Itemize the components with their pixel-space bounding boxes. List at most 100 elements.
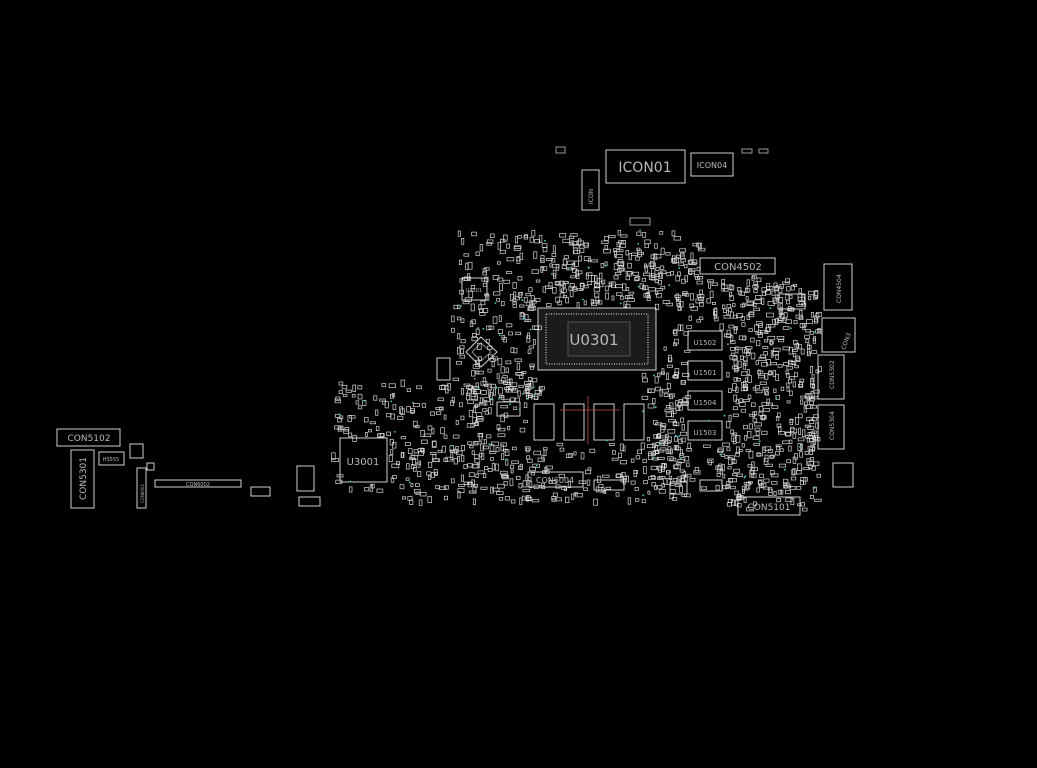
via xyxy=(658,442,661,445)
passive-part xyxy=(739,291,746,296)
con6002-outline[interactable] xyxy=(154,479,242,488)
via xyxy=(491,398,494,401)
passive-part xyxy=(646,437,651,442)
memory-chip[interactable] xyxy=(593,403,615,441)
memory-chip[interactable] xyxy=(533,403,555,441)
passive-part xyxy=(665,412,673,417)
passive-part xyxy=(736,473,743,478)
passive-part xyxy=(427,425,433,431)
small-connector[interactable] xyxy=(832,462,854,488)
small-part[interactable] xyxy=(129,443,144,459)
con4504-label: CON4504 xyxy=(836,274,843,303)
passive-part xyxy=(765,327,770,332)
via xyxy=(349,480,352,483)
passive-part xyxy=(568,235,575,239)
passive-part xyxy=(778,463,786,468)
passive-part xyxy=(611,295,615,301)
passive-part xyxy=(746,301,755,307)
memory-chip[interactable] xyxy=(563,403,585,441)
passive-part xyxy=(507,425,511,431)
passive-part xyxy=(771,351,779,356)
passive-part xyxy=(778,297,783,304)
passive-part xyxy=(475,382,479,389)
passive-part xyxy=(548,480,557,485)
con6001-outline[interactable] xyxy=(136,467,147,509)
passive-part xyxy=(451,478,455,484)
passive-part xyxy=(431,428,435,435)
passive-part xyxy=(576,302,580,309)
small-connector[interactable] xyxy=(777,293,806,310)
passive-part xyxy=(580,452,585,460)
passive-part xyxy=(738,402,746,407)
passive-part xyxy=(534,393,539,400)
passive-part xyxy=(682,471,687,478)
passive-part xyxy=(785,370,789,375)
passive-part xyxy=(528,305,537,311)
passive-part xyxy=(488,354,493,360)
con3-outline[interactable] xyxy=(821,317,856,353)
passive-part xyxy=(503,481,508,486)
u3301-outline[interactable] xyxy=(461,277,488,301)
con4504-outline[interactable] xyxy=(823,263,853,311)
passive-part xyxy=(642,272,651,277)
con5302-outline[interactable] xyxy=(817,354,845,400)
passive-part xyxy=(747,375,752,383)
passive-part xyxy=(563,294,567,299)
con5304-outline[interactable] xyxy=(817,404,845,450)
u1501-outline[interactable] xyxy=(687,360,723,381)
u1502-outline[interactable] xyxy=(687,330,723,351)
via xyxy=(523,317,526,320)
passive-part xyxy=(515,296,520,301)
passive-part xyxy=(543,447,548,451)
passive-part xyxy=(681,424,685,431)
passive-part xyxy=(509,478,514,486)
passive-part xyxy=(659,265,665,270)
passive-part xyxy=(778,431,785,435)
passive-part xyxy=(763,478,770,483)
passive-part xyxy=(810,391,815,399)
icon-small-label: ICON xyxy=(588,189,595,204)
passive-part xyxy=(438,406,444,411)
passive-part xyxy=(559,447,565,452)
passive-part xyxy=(531,230,536,237)
passive-part xyxy=(669,394,674,400)
u3001-outline[interactable] xyxy=(339,437,388,483)
passive-part xyxy=(651,482,657,487)
passive-part xyxy=(699,301,705,307)
passive-part xyxy=(785,294,790,301)
passive-part xyxy=(715,465,723,470)
passive-part xyxy=(678,438,683,444)
passive-part xyxy=(412,403,420,408)
passive-part xyxy=(641,395,649,400)
passive-part xyxy=(778,426,782,433)
passive-part xyxy=(404,442,411,446)
con4502-outline[interactable] xyxy=(699,257,776,275)
hs-outline[interactable] xyxy=(98,451,125,466)
con5102-outline[interactable] xyxy=(56,428,121,447)
passive-part xyxy=(558,473,565,479)
passive-part xyxy=(357,385,363,390)
icon01-outline[interactable] xyxy=(605,149,686,184)
passive-part xyxy=(611,457,619,461)
passive-part xyxy=(683,331,689,336)
passive-part xyxy=(752,435,760,440)
passive-part xyxy=(557,300,563,306)
passive-part xyxy=(467,385,474,390)
passive-part xyxy=(733,327,737,334)
memory-chip[interactable] xyxy=(623,403,645,441)
passive-part xyxy=(451,315,455,323)
passive-part xyxy=(627,262,632,269)
passive-part xyxy=(391,475,397,479)
passive-part xyxy=(572,286,577,290)
con5301-outline[interactable] xyxy=(70,449,95,509)
icon04-outline[interactable] xyxy=(690,152,734,177)
passive-part xyxy=(519,304,525,308)
icon-small-outline[interactable] xyxy=(581,169,600,211)
passive-part xyxy=(654,243,658,249)
passive-part xyxy=(677,476,683,480)
con5302-label: CON5302 xyxy=(829,360,836,389)
u1503-outline[interactable] xyxy=(687,420,723,441)
u1504-outline[interactable] xyxy=(687,390,723,411)
passive-part xyxy=(745,296,749,301)
